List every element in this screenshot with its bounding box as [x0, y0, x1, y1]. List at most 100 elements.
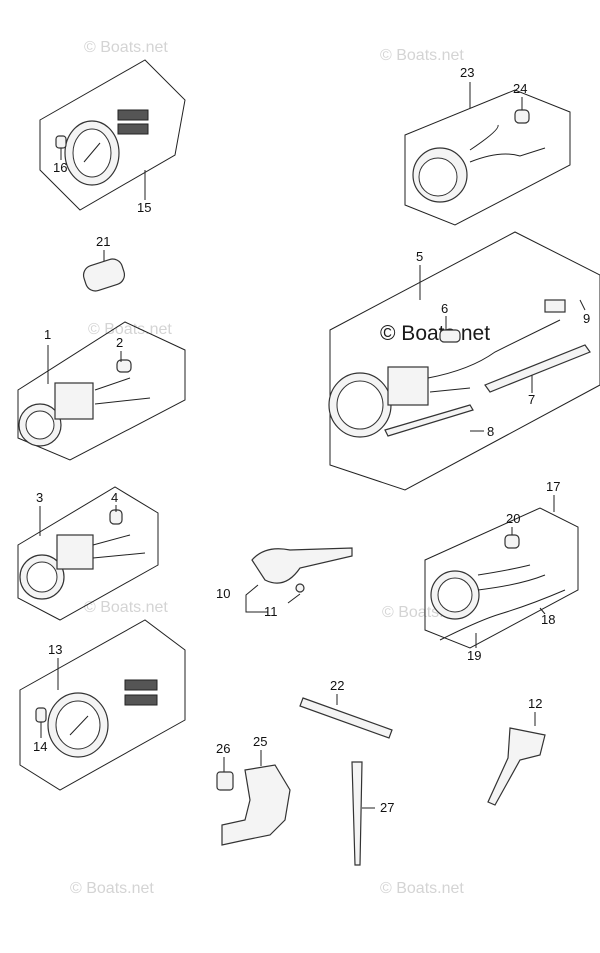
watermark: © Boats.net: [70, 880, 154, 897]
callout-23: 23: [460, 65, 474, 80]
callout-17: 17: [546, 479, 560, 494]
callout-5: 5: [416, 249, 423, 264]
grommet-21[interactable]: [81, 256, 127, 293]
gauge-needle: [83, 142, 101, 163]
callout-8: 8: [487, 424, 494, 439]
holder-10[interactable]: [251, 547, 353, 584]
group-outline-3: [17, 486, 159, 621]
callout-27: 27: [380, 800, 394, 815]
gauge-wires: [477, 564, 546, 591]
callout-2: 2: [116, 335, 123, 350]
callout-11: 11: [264, 604, 278, 619]
cable-tie-27[interactable]: [351, 761, 363, 866]
part-group-10: 10 11: [216, 547, 353, 619]
callout-7: 7: [528, 392, 535, 407]
group-outline-13: [19, 619, 186, 791]
part-group-13: 13 14: [19, 619, 186, 791]
gauge-terminal: [117, 123, 149, 135]
callout-24: 24: [513, 81, 527, 96]
switch-12[interactable]: [487, 727, 546, 806]
callout-13: 13: [48, 642, 62, 657]
gauge-face-1: [25, 410, 55, 440]
gauge-face-3: [26, 561, 58, 593]
bolt-26[interactable]: [216, 771, 234, 791]
gauge-terminal: [117, 109, 149, 121]
callout-25: 25: [253, 734, 267, 749]
gauge-face-5: [336, 380, 384, 430]
callout-1: 1: [44, 327, 51, 342]
group-outline-15: [39, 59, 186, 211]
bracket-25[interactable]: [221, 764, 291, 846]
group-outline-5: [329, 231, 600, 491]
part-group-3: 3 4: [17, 486, 159, 621]
callout-26: 26: [216, 741, 230, 756]
group-outline-1: [17, 321, 186, 461]
leader-line: [287, 593, 301, 604]
part-group-15: 15 16: [39, 59, 186, 215]
leader-line: [539, 607, 546, 615]
gauge-body-1: [54, 382, 94, 420]
part-27: 27: [351, 761, 394, 866]
harness-18[interactable]: [439, 589, 566, 641]
leader-bracket: [245, 584, 268, 613]
strap-22[interactable]: [299, 697, 393, 739]
callout-3: 3: [36, 490, 43, 505]
callout-14: 14: [33, 739, 47, 754]
bulb-20[interactable]: [504, 534, 520, 549]
part-group-25: 26 25: [216, 734, 291, 846]
gauge-wires: [92, 534, 146, 559]
gauge-wires: [469, 124, 546, 163]
bulb-24[interactable]: [514, 109, 530, 124]
watermark: © Boats.net: [84, 39, 168, 56]
callout-18: 18: [541, 612, 555, 627]
gauge-needle: [69, 715, 89, 736]
part-group-23: 23 24: [404, 65, 571, 226]
gauge-face-17: [437, 577, 473, 613]
tube-7[interactable]: [484, 344, 591, 393]
bulb-16[interactable]: [55, 135, 67, 149]
callout-9: 9: [583, 311, 590, 326]
gauge-face-13: [55, 700, 101, 750]
callout-22: 22: [330, 678, 344, 693]
gauge-wires: [427, 319, 561, 393]
callout-12: 12: [528, 696, 542, 711]
watermark: © Boats.net: [380, 47, 464, 64]
callout-19: 19: [467, 648, 481, 663]
gauge-body-5: [387, 366, 429, 406]
screw-11[interactable]: [295, 583, 305, 593]
group-outline-17: [424, 507, 579, 649]
watermark: © Boats.net: [84, 599, 168, 616]
watermark: © Boats.net: [88, 321, 172, 338]
part-group-17: 17 20 18 19: [424, 479, 579, 663]
callout-15: 15: [137, 200, 151, 215]
leader-line: [579, 299, 586, 311]
watermark-main: © Boats.net: [380, 322, 490, 345]
group-outline-23: [404, 89, 571, 226]
part-22: 22: [299, 678, 393, 739]
connector-9[interactable]: [544, 299, 566, 313]
part-12: 12: [487, 696, 546, 806]
bulb-6[interactable]: [439, 329, 461, 343]
callout-4: 4: [111, 490, 118, 505]
part-group-5: 5 6 7 8 9: [328, 231, 600, 491]
callout-6: 6: [441, 301, 448, 316]
gauge-body-3: [56, 534, 94, 570]
gauge-wires: [94, 377, 151, 405]
watermark: © Boats.net: [380, 880, 464, 897]
bulb-14[interactable]: [35, 707, 47, 723]
callout-16: 16: [53, 160, 67, 175]
part-group-1: 1 2: [17, 321, 186, 461]
watermark-layer: © Boats.net © Boats.net © Boats.net © Bo…: [70, 39, 490, 897]
callout-21: 21: [96, 234, 110, 249]
callout-10: 10: [216, 586, 230, 601]
gauge-face-23: [418, 157, 458, 197]
part-21: 21: [81, 234, 127, 293]
gauge-terminal: [124, 694, 158, 706]
bulb-2[interactable]: [116, 359, 132, 373]
bulb-4[interactable]: [109, 509, 123, 525]
callout-20: 20: [506, 511, 520, 526]
tie-8[interactable]: [384, 404, 474, 437]
gauge-terminal: [124, 679, 158, 691]
